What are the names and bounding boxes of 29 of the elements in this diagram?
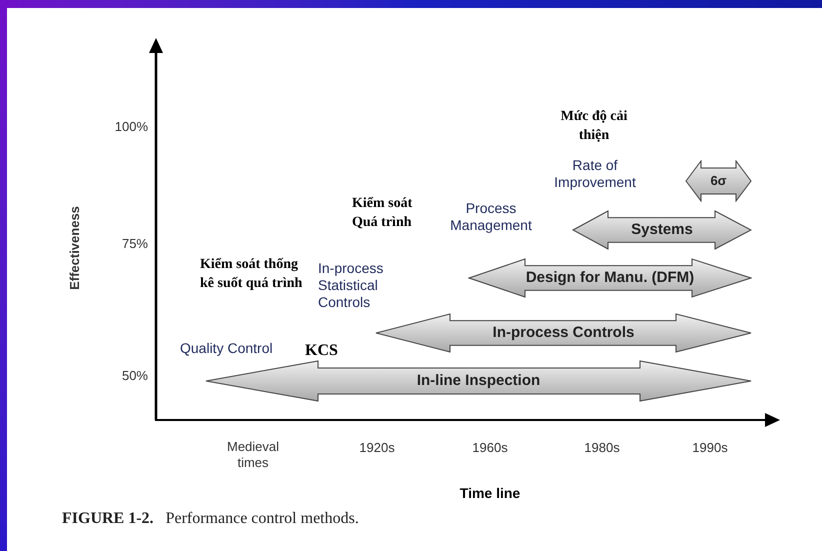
- timeline-bar: [375, 313, 752, 353]
- timeline-bar: [685, 160, 752, 202]
- timeline-bar: [205, 360, 752, 402]
- method-label: Process Management: [449, 200, 533, 234]
- tick-label: 75%: [120, 236, 148, 252]
- arrow-label: Design for Manu. (DFM): [526, 268, 694, 288]
- arrow-label: In-process Controls: [492, 322, 634, 343]
- axis-title: Effectiveness: [67, 205, 83, 292]
- tick-label: 1990s: [691, 440, 729, 456]
- tick-label: 1960s: [471, 440, 509, 456]
- annotation-text: KCS: [305, 341, 339, 360]
- tick-label: 1980s: [583, 440, 621, 456]
- annotation-text: Kiểm soát thống kê suốt quá trình: [200, 256, 304, 293]
- tick-label: 1920s: [358, 440, 396, 456]
- method-label: In-process Statistical Controls: [318, 260, 384, 311]
- axis-title: Time line: [458, 485, 522, 502]
- arrow-label: Systems: [631, 220, 693, 240]
- timeline-bar: [572, 210, 752, 250]
- method-label: Rate of Improvement: [553, 157, 637, 191]
- tick-label: 100%: [114, 119, 148, 135]
- tick-label: 50%: [120, 368, 148, 384]
- method-label: Quality Control: [180, 340, 274, 357]
- figure-caption: FIGURE 1-2. Performance control methods.: [62, 509, 359, 529]
- arrow-label: 6σ: [710, 172, 727, 190]
- timeline-bar: [468, 258, 752, 298]
- tick-label: Medieval times: [226, 439, 280, 471]
- annotation-text: Mức độ cải thiện: [560, 108, 628, 145]
- arrow-label: In-line Inspection: [416, 370, 540, 391]
- annotation-text: Kiểm soát Quá trình: [352, 195, 414, 232]
